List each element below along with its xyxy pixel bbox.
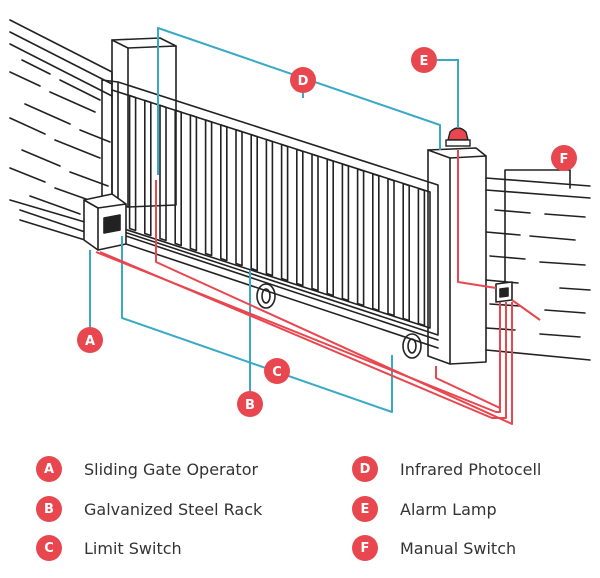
alarm-lamp (445, 127, 471, 147)
gate-bar (159, 104, 167, 242)
gate-bar (311, 153, 319, 292)
legend-badge: C (36, 535, 62, 561)
gate-bar (265, 138, 274, 277)
ground-rail (119, 233, 439, 349)
gate-bar (220, 124, 228, 262)
callout-badge: D (290, 67, 316, 93)
manual-switch (495, 281, 513, 303)
gate-bar (372, 173, 380, 312)
alarm-lamp-cable (457, 150, 497, 289)
svg-text:B: B (245, 398, 255, 413)
legend: A Sliding Gate Operator B Galvanized Ste… (0, 448, 600, 568)
callout-badge: E (411, 47, 437, 73)
left-brick-wall (9, 19, 113, 241)
photocell-cable (157, 27, 441, 175)
gate-bar (296, 148, 304, 287)
svg-text:D: D (298, 74, 309, 89)
gate-bar (280, 143, 289, 282)
right-brick-wall (485, 177, 591, 361)
gate-bar (128, 94, 137, 232)
gate-bar (326, 158, 334, 297)
gate-bar (402, 182, 410, 322)
legend-label: Sliding Gate Operator (84, 459, 259, 479)
legend-badge: D (352, 456, 378, 482)
legend-item: E Alarm Lamp (352, 494, 497, 524)
svg-text:E: E (420, 54, 429, 69)
limit-switch-cable (121, 236, 393, 413)
legend-label: Limit Switch (84, 538, 182, 558)
gate-bar (174, 109, 182, 247)
gate-bar (189, 114, 198, 252)
callout-badge: B (237, 391, 263, 417)
gate-bar (387, 177, 395, 317)
gate-bars (128, 94, 426, 327)
gate-bar (204, 119, 213, 257)
gate-bar (250, 133, 258, 272)
svg-text:A: A (85, 334, 95, 349)
gate-bar (356, 168, 365, 307)
callout-badge: C (264, 358, 290, 384)
legend-badge: B (36, 496, 62, 522)
right-pillar (427, 147, 487, 365)
gate-bar (341, 163, 350, 302)
legend-item: F Manual Switch (352, 533, 516, 563)
power-cable (435, 366, 501, 409)
legend-label: Infrared Photocell (400, 459, 542, 479)
callout-badge: F (551, 145, 577, 171)
gate-diagram: A B C D E F (9, 19, 591, 425)
legend-badge: A (36, 456, 62, 482)
gate-wheel (256, 283, 276, 309)
legend-label: Manual Switch (400, 538, 517, 558)
gate-bar (417, 187, 426, 327)
legend-badge: F (352, 535, 378, 561)
legend-item: C Limit Switch (36, 533, 182, 563)
power-cable (155, 180, 513, 425)
legend-label: Alarm Lamp (400, 499, 497, 519)
gate-bar (144, 99, 152, 237)
callout-badge: A (77, 327, 103, 353)
svg-text:C: C (272, 365, 282, 380)
alarm-lamp-cable (511, 299, 541, 321)
legend-item: D Infrared Photocell (352, 454, 541, 484)
power-cable (95, 251, 501, 413)
legend-item: B Galvanized Steel Rack (36, 494, 262, 524)
legend-item: A Sliding Gate Operator (36, 454, 258, 484)
svg-text:F: F (560, 152, 569, 167)
gate-operator (83, 193, 127, 251)
gate-bar (235, 128, 243, 267)
legend-label: Galvanized Steel Rack (84, 499, 263, 519)
legend-badge: E (352, 496, 378, 522)
